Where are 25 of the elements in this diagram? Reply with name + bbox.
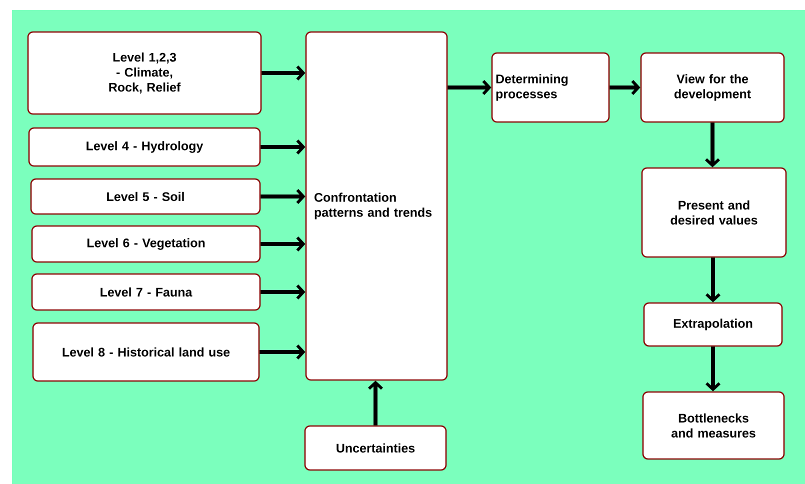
process-box: Level 6 - Vegetation [31, 225, 261, 263]
process-box: Level 8 - Historical land use [32, 322, 260, 382]
arrow [260, 284, 306, 300]
arrow [705, 258, 721, 302]
process-box: View for the development [640, 52, 785, 123]
process-box: Confrontation patterns and trends [305, 31, 448, 381]
process-box: Level 5 - Soil [30, 178, 261, 215]
arrow [260, 236, 306, 252]
arrow [262, 65, 306, 80]
arrow [260, 139, 306, 154]
process-box: Level 1,2,3 - Climate, Rock, Relief [27, 31, 262, 115]
process-box: Extrapolation [643, 302, 783, 347]
process-box: Bottlenecks and measures [642, 391, 785, 460]
arrow [260, 344, 306, 360]
arrow [448, 80, 492, 95]
arrow [705, 346, 721, 392]
arrow [704, 122, 720, 168]
process-box: Determining processes [491, 52, 610, 123]
arrow [610, 80, 640, 95]
process-box: Present and desired values [641, 167, 787, 258]
process-box: Uncertainties [304, 425, 447, 471]
arrow [260, 188, 306, 204]
process-box: Level 4 - Hydrology [28, 127, 261, 167]
process-box: Level 7 - Fauna [31, 273, 261, 311]
arrow [368, 380, 384, 426]
